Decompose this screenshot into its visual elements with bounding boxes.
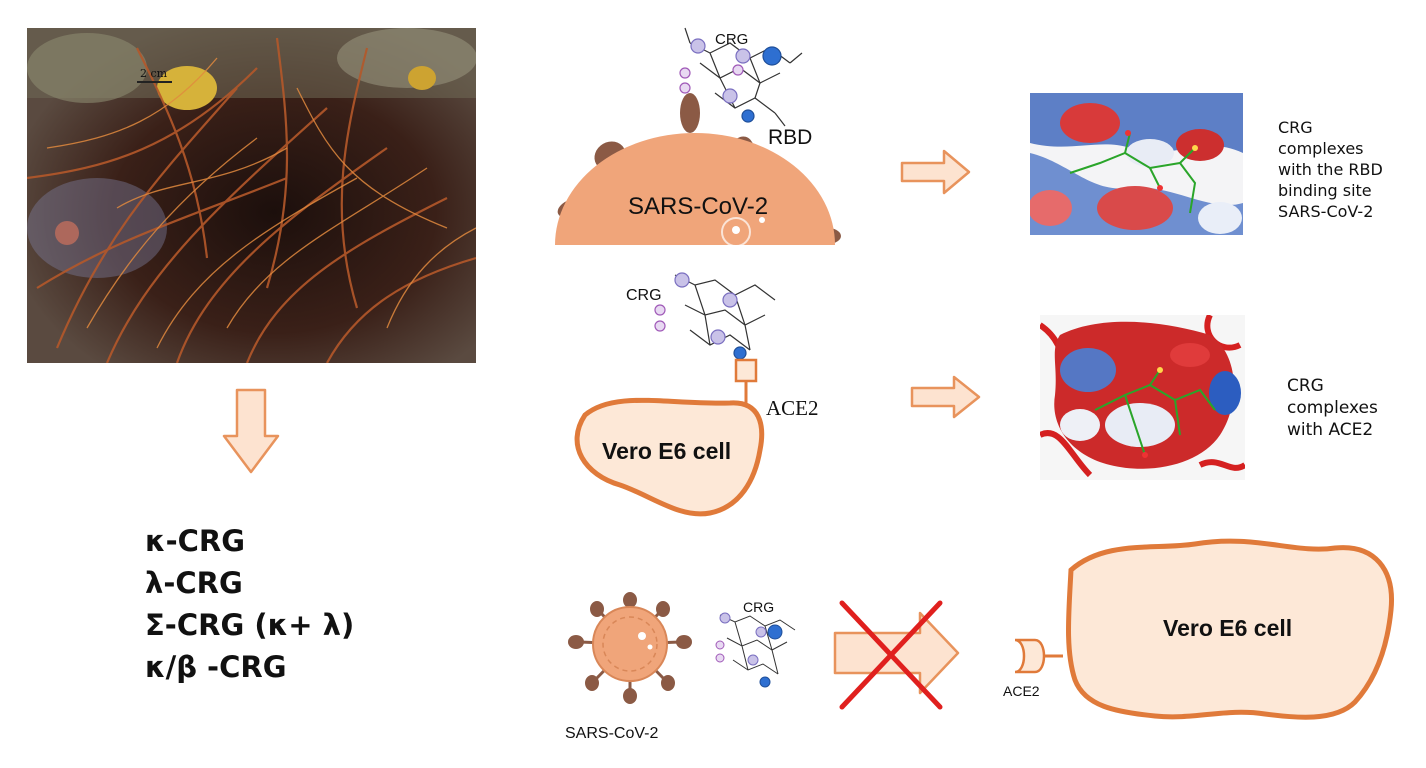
form-sigma: Σ-CRG (κ+ λ) <box>145 608 355 642</box>
ace2-desc-line-3: with ACE2 <box>1287 420 1374 440</box>
right-arrow-icon-2 <box>910 375 981 419</box>
crg-label-1: CRG <box>715 31 748 48</box>
scale-bar-label: 2 cm <box>140 67 168 80</box>
rbd-label: RBD <box>768 126 812 149</box>
scale-bar: 2 cm <box>137 67 172 83</box>
down-arrow-icon <box>222 388 280 474</box>
seaweed-image: 2 cm <box>27 28 476 363</box>
rbd-desc-line-5: SARS-CoV-2 <box>1278 202 1374 221</box>
vero-e6-cell-2 <box>1066 538 1394 720</box>
rbd-desc-line-4: binding site <box>1278 181 1372 200</box>
crg-molecule-icon-3 <box>715 612 796 688</box>
blocked-arrow-icon <box>833 600 960 710</box>
ace2-receptor-icon-2 <box>1014 638 1063 674</box>
ace2-desc-line-2: complexes <box>1287 398 1378 418</box>
form-kappa-beta: κ/β -CRG <box>145 650 287 684</box>
ace2-complex-description: CRG complexes with ACE2 <box>1287 375 1378 441</box>
ace2-receptor-icon <box>734 358 758 405</box>
virus-crg-rbd-illustration: CRG RBD SARS-CoV-2 <box>555 27 841 247</box>
crg-molecule-icon <box>679 27 803 127</box>
form-lambda: λ-CRG <box>145 566 243 600</box>
vero-e6-cell-1 <box>574 397 765 517</box>
form-kappa: κ-CRG <box>145 524 246 558</box>
ace2-label-1: ACE2 <box>766 396 819 420</box>
virus-label-1: SARS-CoV-2 <box>628 193 768 220</box>
seaweed-photo: 2 cm <box>27 28 476 363</box>
virus-label-2: SARS-CoV-2 <box>565 725 658 742</box>
right-arrow-icon-1 <box>900 149 971 195</box>
rbd-docking-image <box>1030 93 1243 235</box>
rbd-complex-description: CRG complexes with the RBD binding site … <box>1278 117 1383 222</box>
vero-e6-cell-2-illustration: ACE2 Vero E6 cell <box>1003 538 1394 720</box>
ace2-desc-line-1: CRG <box>1287 376 1324 396</box>
sars-cov-2-virus-2 <box>568 592 692 704</box>
ace2-docking-image <box>1040 315 1245 480</box>
crg-label-2: CRG <box>626 287 662 304</box>
cell-crg-ace2-illustration: CRG ACE2 Vero E6 cell <box>574 272 819 517</box>
carrageenan-forms-list: κ-CRG λ-CRG Σ-CRG (κ+ λ) κ/β -CRG <box>145 520 354 688</box>
rbd-desc-line-3: with the RBD <box>1278 160 1383 179</box>
cell-label-1: Vero E6 cell <box>602 438 731 464</box>
sars-cov-2-virus <box>555 93 841 247</box>
crg-molecule-icon-2 <box>654 272 776 360</box>
ace2-label-2: ACE2 <box>1003 683 1040 699</box>
crg-label-3: CRG <box>743 599 774 615</box>
rbd-desc-line-1: CRG <box>1278 118 1313 137</box>
block-cross-icon <box>839 600 943 710</box>
virus-crg-complex-illustration: CRG SARS-CoV-2 <box>565 592 796 742</box>
rbd-desc-line-2: complexes <box>1278 139 1364 158</box>
cell-label-2: Vero E6 cell <box>1163 615 1292 641</box>
